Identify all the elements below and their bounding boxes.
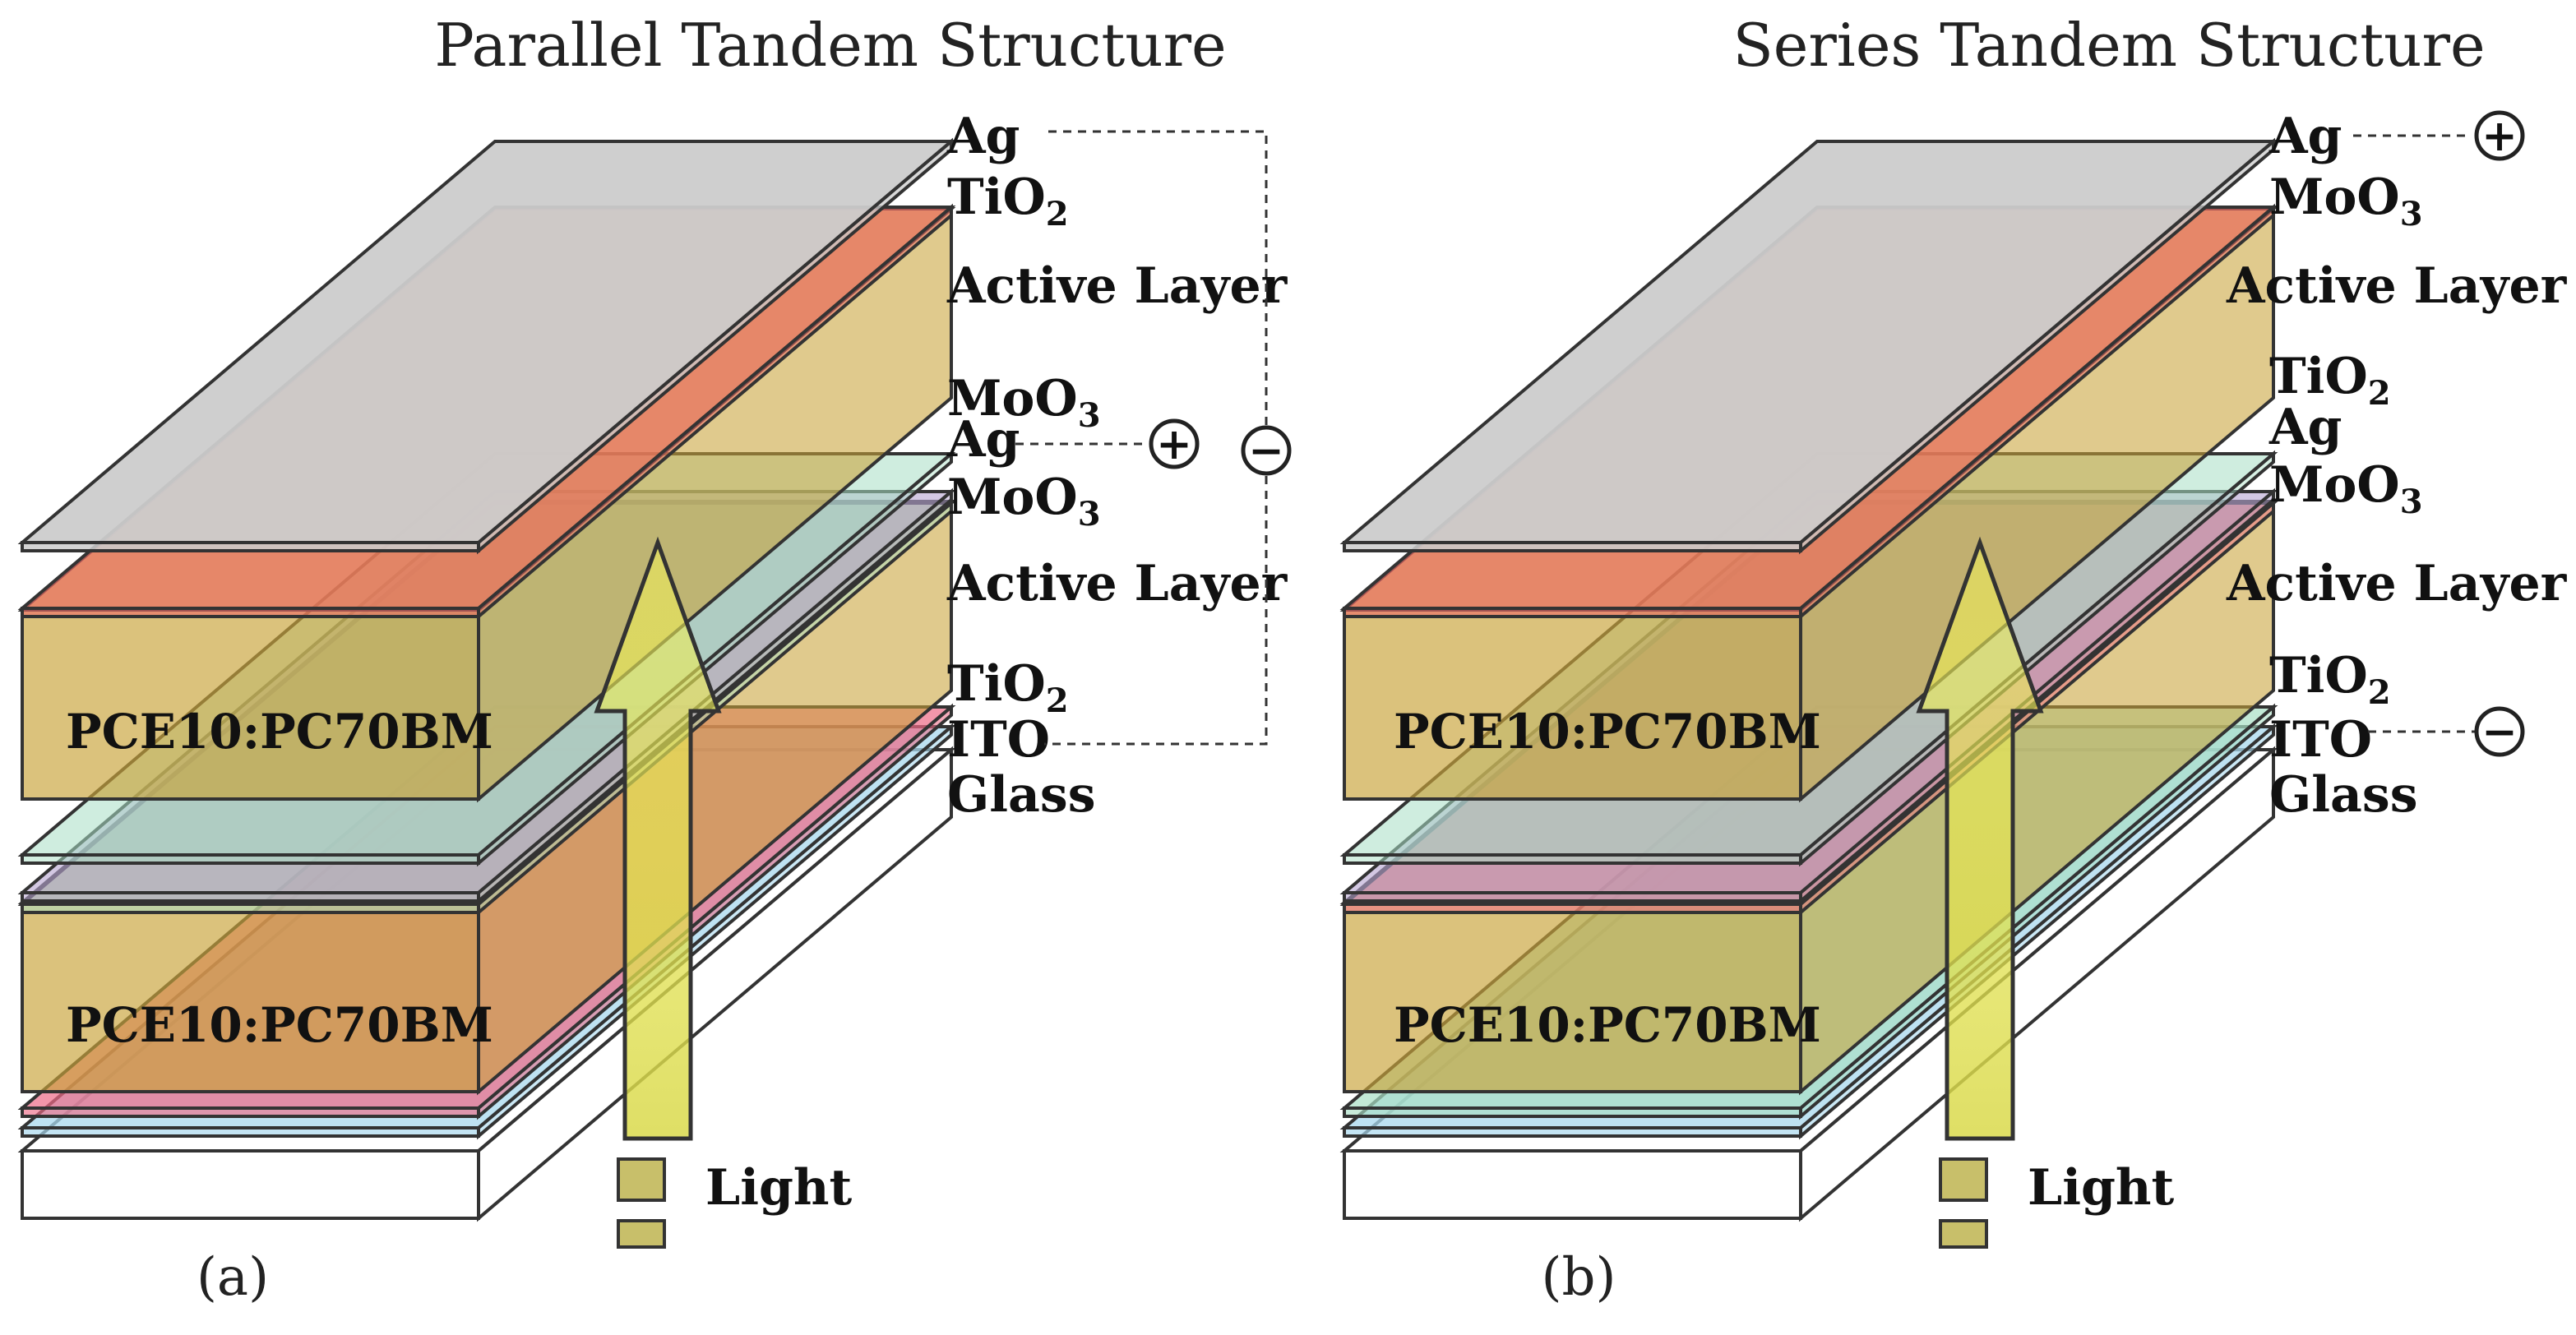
label-layer-6: MoO3 [947, 469, 1101, 534]
label-ag-mid: Ag [2268, 399, 2342, 456]
label-active-bottom: Active Layer [946, 555, 1288, 612]
panel-caption: (b) [1542, 1247, 1616, 1308]
label-ag-top: Ag [2268, 108, 2342, 165]
material-label-top: PCE10:PC70BM [1394, 704, 1821, 760]
material-label-bottom: PCE10:PC70BM [1394, 997, 1821, 1053]
material-label-top: PCE10:PC70BM [66, 704, 493, 760]
label-ag-top: Ag [946, 108, 1020, 165]
label-active-bottom: Active Layer [2226, 555, 2568, 612]
circuit-wires [2353, 134, 2475, 733]
label-active-top: Active Layer [946, 257, 1288, 315]
light-label: Light [705, 1159, 853, 1217]
svg-text:+: + [1156, 419, 1192, 469]
label-layer-8: TiO2 [947, 655, 1069, 720]
svg-text:−: − [1248, 426, 1284, 476]
light-square-1 [617, 1157, 666, 1202]
label-layer-4: TiO2 [2269, 348, 2391, 413]
terminal-plus: + [2474, 110, 2525, 161]
light-square-2 [1939, 1219, 1988, 1249]
svg-text:+: + [2481, 111, 2518, 161]
panel-parallel: Parallel Tandem Structure Light PCE10:PC… [17, 11, 1292, 1308]
label-ag-mid: Ag [946, 411, 1020, 469]
light-square-1 [1939, 1157, 1988, 1202]
light-square-2 [617, 1219, 666, 1249]
label-ito: ITO [2269, 711, 2372, 769]
light-arrow [1916, 536, 2044, 1141]
panel-title: Parallel Tandem Structure [434, 11, 1226, 80]
panel-title: Series Tandem Structure [1732, 11, 2485, 80]
terminal-minus: − [1241, 425, 1292, 476]
terminal-plus: + [1149, 418, 1200, 469]
label-layer-4: MoO3 [947, 370, 1101, 435]
panel-caption: (a) [197, 1247, 269, 1308]
svg-text:−: − [2481, 707, 2518, 757]
light-label: Light [2028, 1159, 2175, 1217]
label-layer-2: TiO2 [947, 169, 1069, 233]
terminal-minus: − [2474, 706, 2525, 757]
label-glass: Glass [947, 766, 1095, 824]
layer-ag-top [17, 137, 956, 555]
label-layer-6: MoO3 [2269, 456, 2423, 521]
light-arrow [594, 536, 722, 1141]
material-label-bottom: PCE10:PC70BM [66, 997, 493, 1053]
layer-stack [17, 137, 956, 1222]
label-glass: Glass [2269, 766, 2417, 824]
label-ito: ITO [947, 711, 1050, 769]
label-layer-8: TiO2 [2269, 647, 2391, 712]
label-layer-2: MoO3 [2269, 169, 2423, 233]
panel-series: Series Tandem Structure Light PCE10:PC70… [1339, 11, 2568, 1308]
layer-ag-top [1339, 137, 2278, 555]
layer-stack [1339, 137, 2278, 1222]
label-active-top: Active Layer [2226, 257, 2568, 315]
